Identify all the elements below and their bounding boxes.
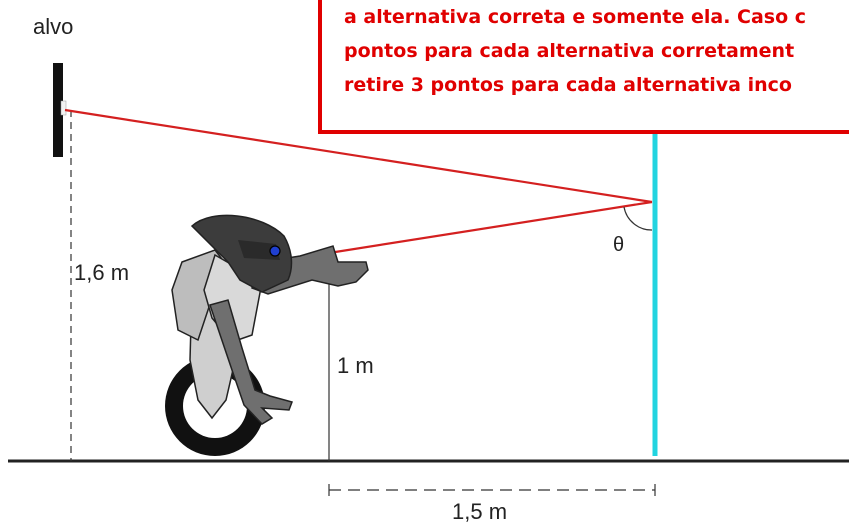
- target-label: alvo: [33, 14, 73, 39]
- robot-visor: [238, 240, 280, 260]
- notice-box: a alternativa correta e somente ela. Cas…: [318, 0, 849, 134]
- robot-eye: [269, 245, 281, 257]
- notice-line-1: a alternativa correta e somente ela. Cas…: [344, 6, 807, 28]
- hand-height-label: 1 m: [337, 353, 374, 378]
- target-height-label: 1,6 m: [74, 260, 129, 285]
- target-mark: [60, 100, 67, 116]
- angle-arc: [623, 206, 653, 231]
- laser-beam-reflected: [64, 108, 653, 204]
- target-board: [53, 63, 63, 157]
- robot-head: [190, 214, 293, 293]
- distance-label: 1,5 m: [452, 499, 507, 524]
- notice-line-3: retire 3 pontos para cada alternativa in…: [344, 74, 792, 96]
- laser-beam-incident: [328, 200, 653, 255]
- robot-lower-arm: [209, 299, 293, 425]
- angle-label: θ: [613, 234, 624, 256]
- robot: [165, 214, 369, 456]
- notice-line-2: pontos para cada alternativa corretament: [344, 40, 795, 62]
